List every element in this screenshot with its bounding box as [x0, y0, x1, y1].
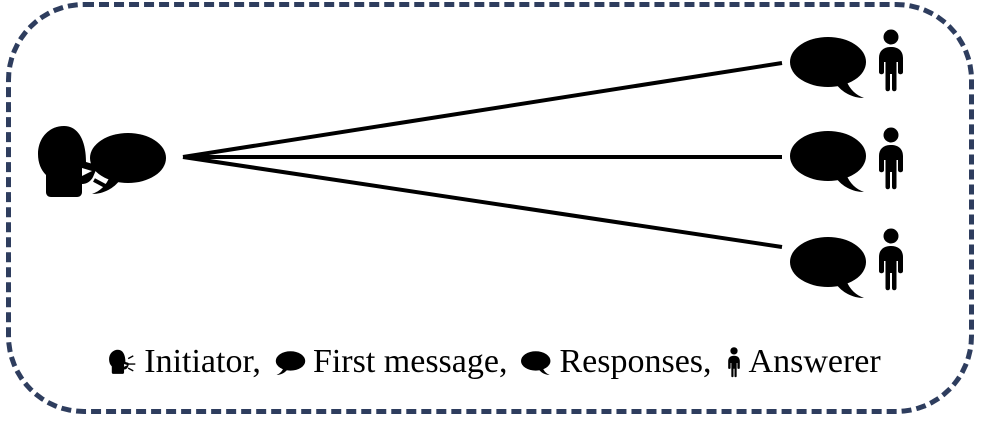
legend-label-first-message: First message, — [312, 343, 508, 380]
speech-bubble-icon — [275, 349, 306, 376]
legend-item-answerer: Answerer — [726, 343, 881, 381]
legend-label-responses: Responses, — [559, 343, 712, 380]
edge-to-answerer-1 — [182, 61, 783, 159]
legend-item-first-message: First message, — [275, 343, 508, 381]
talking-head-icon — [105, 347, 137, 377]
legend-label-answerer: Answerer — [748, 343, 881, 380]
response-bubble-icon — [521, 349, 552, 376]
initiator-group — [38, 126, 166, 197]
legend-label-initiator: Initiator, — [144, 343, 261, 380]
response-bubble-icon — [790, 37, 866, 98]
legend: Initiator, First message, Responses, Ans… — [0, 336, 986, 388]
person-icon — [726, 346, 742, 378]
legend-item-initiator: Initiator, — [105, 343, 261, 381]
edge-group — [182, 61, 783, 249]
legend-item-responses: Responses, — [521, 343, 712, 381]
answerer-2 — [790, 127, 903, 192]
response-bubble-icon — [790, 237, 866, 298]
person-icon — [879, 127, 903, 190]
answerer-3 — [790, 228, 903, 298]
person-icon — [879, 228, 903, 291]
response-bubble-icon — [790, 131, 866, 192]
answerer-1 — [790, 29, 903, 98]
edge-to-answerer-3 — [182, 155, 783, 249]
person-icon — [879, 29, 903, 92]
